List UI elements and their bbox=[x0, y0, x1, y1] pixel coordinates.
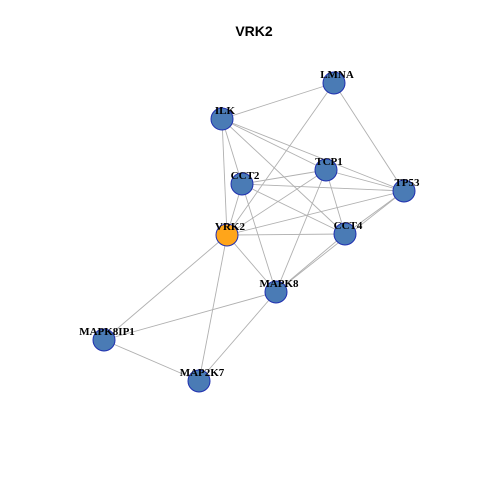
node-cct2[interactable] bbox=[230, 172, 254, 196]
edge-cct2-tp53 bbox=[241, 183, 405, 192]
diagram-title: VRK2 bbox=[235, 23, 273, 39]
node-vrk2[interactable] bbox=[215, 223, 239, 247]
node-cct4[interactable] bbox=[333, 222, 357, 246]
node-tp53[interactable] bbox=[392, 179, 416, 203]
edge-mapk8ip1-map2k7 bbox=[103, 339, 200, 382]
node-mapk8ip1[interactable] bbox=[92, 328, 116, 352]
node-label-cct4: CCT4 bbox=[334, 220, 363, 232]
nodes-layer bbox=[92, 71, 416, 393]
node-tcp1[interactable] bbox=[314, 158, 338, 182]
edge-cct2-mapk8 bbox=[241, 183, 277, 293]
edge-cct2-cct4 bbox=[241, 183, 346, 235]
node-label-mapk8ip1: MAPK8IP1 bbox=[79, 326, 135, 338]
node-mapk8[interactable] bbox=[264, 280, 288, 304]
edge-ilk-cct4 bbox=[221, 118, 346, 235]
node-ilk[interactable] bbox=[210, 107, 234, 131]
edge-tcp1-cct2 bbox=[241, 169, 327, 185]
edges-layer bbox=[103, 82, 405, 382]
edge-cct4-mapk8 bbox=[275, 233, 346, 293]
edge-ilk-tp53 bbox=[221, 118, 405, 192]
edge-lmna-vrk2 bbox=[226, 82, 335, 236]
edge-lmna-tp53 bbox=[333, 82, 405, 192]
node-map2k7[interactable] bbox=[187, 369, 211, 393]
edge-ilk-lmna bbox=[221, 82, 335, 120]
node-label-mapk8: MAPK8 bbox=[259, 278, 299, 290]
edge-vrk2-map2k7 bbox=[198, 234, 228, 382]
edge-tcp1-vrk2 bbox=[226, 169, 327, 236]
edge-mapk8-map2k7 bbox=[198, 291, 277, 382]
edge-vrk2-cct4 bbox=[226, 233, 346, 236]
node-label-vrk2: VRK2 bbox=[215, 221, 245, 233]
edge-tcp1-tp53 bbox=[325, 169, 405, 192]
edge-tp53-vrk2 bbox=[226, 190, 405, 236]
node-label-map2k7: MAP2K7 bbox=[180, 367, 225, 379]
edge-vrk2-mapk8ip1 bbox=[103, 234, 228, 341]
edge-ilk-vrk2 bbox=[221, 118, 228, 236]
node-label-cct2: CCT2 bbox=[231, 170, 260, 182]
edge-tcp1-mapk8 bbox=[275, 169, 327, 293]
edge-ilk-tcp1 bbox=[221, 118, 327, 171]
node-label-ilk: ILK bbox=[215, 105, 236, 117]
node-label-lmna: LMNA bbox=[320, 69, 354, 81]
node-lmna[interactable] bbox=[322, 71, 346, 95]
edge-mapk8-mapk8ip1 bbox=[103, 291, 277, 341]
node-label-tcp1: TCP1 bbox=[315, 156, 343, 168]
edge-vrk2-mapk8 bbox=[226, 234, 277, 293]
edge-tp53-cct4 bbox=[344, 190, 405, 235]
node-label-tp53: TP53 bbox=[394, 177, 420, 189]
